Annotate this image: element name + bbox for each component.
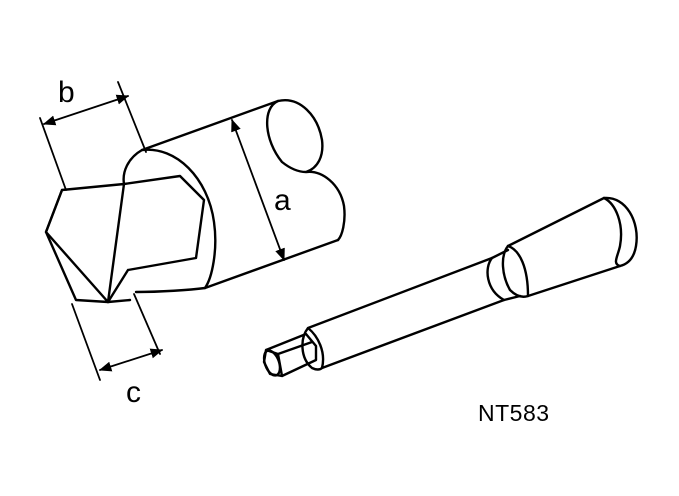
socket-sleeve bbox=[506, 196, 638, 298]
socket-neck bbox=[486, 248, 522, 302]
dimension-label-a: a bbox=[274, 184, 291, 217]
hex-bit-tip bbox=[262, 332, 318, 378]
socket-shaft bbox=[301, 256, 506, 371]
figure-code: NT583 bbox=[478, 400, 550, 426]
dimension-label-b: b bbox=[58, 76, 75, 109]
hex-head-edge bbox=[106, 298, 132, 304]
dimension-a: a bbox=[231, 118, 291, 262]
socket-shoulder bbox=[122, 148, 217, 294]
socket-bit-enlarged bbox=[44, 99, 346, 304]
socket-tool bbox=[262, 196, 638, 378]
dimension-c: c bbox=[71, 293, 164, 409]
socket-body-outline bbox=[140, 99, 340, 290]
dimension-label-c: c bbox=[126, 376, 141, 409]
dimension-b: b bbox=[39, 76, 147, 191]
hex-head-faces bbox=[44, 174, 206, 304]
socket-body-end bbox=[265, 99, 346, 242]
